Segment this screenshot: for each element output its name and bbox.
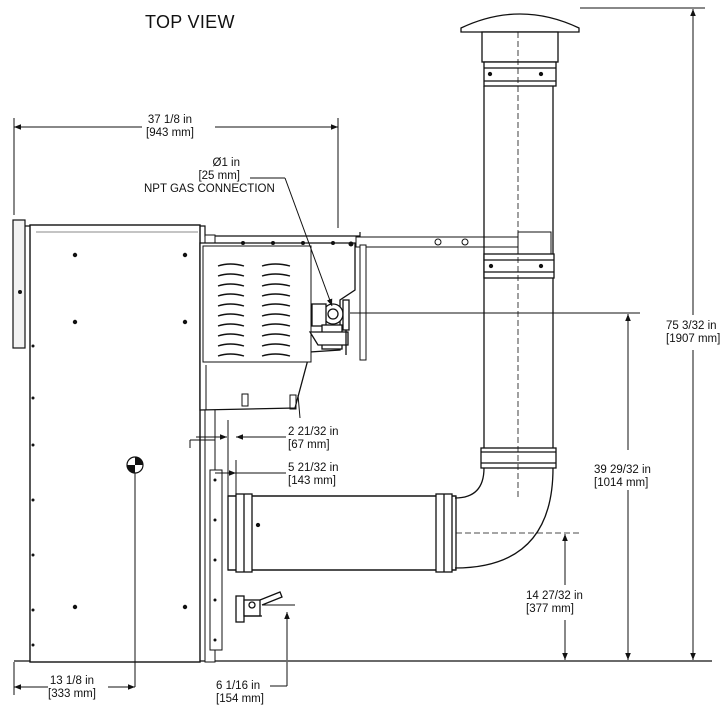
label-offset-a: 2 21/32 in [67 mm]: [288, 426, 339, 452]
label-offset-a-imperial: 2 21/32 in: [288, 426, 339, 438]
label-gas-connection-metric: [25 mm]: [198, 170, 240, 182]
label-height-total-metric: [1907 mm]: [666, 333, 721, 345]
gas-valve-assembly: [308, 299, 350, 355]
cabinet-body: [12, 219, 361, 663]
label-offset-a-metric: [67 mm]: [288, 439, 330, 451]
label-offset-b: 5 21/32 in [143 mm]: [288, 462, 339, 488]
dimension-left-offset: [13, 662, 135, 695]
gas-connection-leader: [250, 177, 333, 307]
label-gas-connection: Ø1 in [25 mm] NPT GAS CONNECTION: [144, 157, 275, 196]
label-vent-height-imperial: 14 27/32 in: [526, 590, 583, 602]
label-left-offset-imperial: 13 1/8 in: [49, 675, 95, 687]
view-title: TOP VIEW: [145, 12, 235, 32]
vent-bracket: [348, 231, 552, 361]
burner-panel: [199, 241, 356, 419]
label-gas-height-metric: [1014 mm]: [594, 477, 649, 489]
label-offset-b-imperial: 5 21/32 in: [288, 462, 339, 474]
label-drain-height-metric: [154 mm]: [216, 693, 264, 705]
dimension-width-total: [13, 118, 339, 228]
dimension-height-total: [580, 7, 705, 660]
label-vent-height: 14 27/32 in [377 mm]: [526, 590, 583, 616]
dimension-gas-height: [350, 312, 640, 660]
label-gas-connection-note: NPT GAS CONNECTION: [144, 183, 275, 195]
label-gas-height: 39 29/32 in [1014 mm]: [594, 464, 651, 490]
label-vent-height-metric: [377 mm]: [526, 603, 574, 615]
cabinet-fasteners: [18, 252, 217, 647]
label-height-total-imperial: 75 3/32 in: [666, 320, 717, 332]
label-width-total-metric: [943 mm]: [146, 127, 194, 139]
dimension-offset-a: [196, 420, 286, 500]
dimension-offset-b: [215, 460, 286, 496]
label-width-total: 37 1/8 in [943 mm]: [146, 114, 194, 140]
label-offset-b-metric: [143 mm]: [288, 475, 336, 487]
label-width-total-imperial: 37 1/8 in: [147, 114, 193, 126]
vent-pipe-elbow: [227, 467, 580, 573]
drain-assembly: [235, 591, 283, 623]
label-drain-height-imperial: 6 1/16 in: [216, 680, 261, 692]
label-gas-connection-imperial: Ø1 in: [212, 157, 241, 169]
label-gas-height-imperial: 39 29/32 in: [594, 464, 651, 476]
label-height-total: 75 3/32 in [1907 mm]: [666, 320, 720, 346]
center-of-gravity-symbol: [126, 456, 144, 687]
label-left-offset-metric: [333 mm]: [48, 688, 96, 700]
label-drain-height: 6 1/16 in [154 mm]: [216, 680, 264, 706]
label-left-offset: 13 1/8 in [333 mm]: [48, 675, 96, 701]
dimension-drain-height: [262, 604, 295, 687]
vent-pipe-vertical: [460, 13, 580, 500]
